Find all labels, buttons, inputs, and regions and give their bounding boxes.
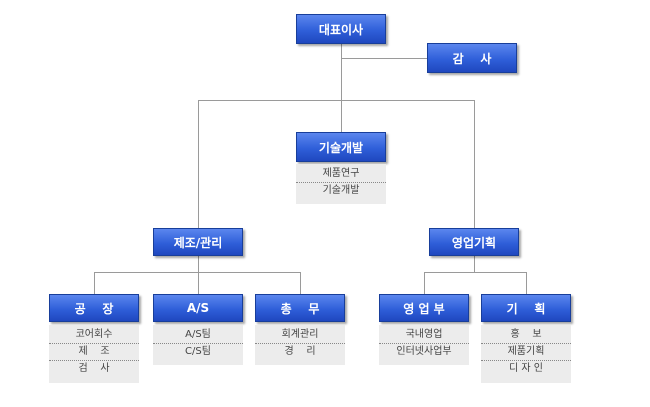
dept-factory-box: 공 장 bbox=[49, 294, 139, 322]
mfg-box: 제조/관리 bbox=[153, 228, 243, 256]
sales-box: 영업기획 bbox=[429, 228, 519, 256]
dept-sub-item: 제품기획 bbox=[481, 343, 571, 360]
rnd-box: 기술개발 bbox=[296, 132, 386, 162]
connector-ceo-trunk bbox=[341, 44, 342, 132]
dept-planning-sub-list: 홍 보 제품기획 디 자 인 bbox=[481, 325, 571, 383]
dept-sub-item: 인터넷사업부 bbox=[379, 343, 469, 360]
connector-sales-bus bbox=[424, 272, 527, 273]
dept-planning-box: 기 획 bbox=[481, 294, 571, 322]
rnd-sub-list: 제품연구 기술개발 bbox=[296, 164, 386, 204]
connector-factory-drop bbox=[94, 272, 95, 294]
connector-as-drop bbox=[198, 272, 199, 294]
connector-general-drop bbox=[300, 272, 301, 294]
rnd-sub-item: 제품연구 bbox=[322, 168, 360, 179]
connector-sales-drop bbox=[474, 100, 475, 228]
ceo-box: 대표이사 bbox=[296, 14, 386, 44]
dept-as-box: A/S bbox=[153, 294, 243, 322]
rnd-sub-item: 기술개발 bbox=[296, 182, 386, 199]
connector-salesdept-drop bbox=[424, 272, 425, 294]
dept-sub-item: 제 조 bbox=[49, 343, 139, 360]
dept-salesdept-box: 영 업 부 bbox=[379, 294, 469, 322]
dept-sub-item: A/S팀 bbox=[185, 329, 211, 340]
dept-as-sub-list: A/S팀 C/S팀 bbox=[153, 325, 243, 365]
dept-general-sub-list: 회계관리 경 리 bbox=[255, 325, 345, 365]
dept-sub-item: 코어회수 bbox=[75, 329, 113, 340]
audit-box: 감 사 bbox=[427, 43, 517, 73]
connector-audit bbox=[341, 58, 427, 59]
connector-mfg-bus bbox=[94, 272, 301, 273]
dept-sub-item: 홍 보 bbox=[510, 329, 542, 340]
connector-mfg-drop bbox=[198, 100, 199, 228]
dept-sub-item: 국내영업 bbox=[405, 329, 443, 340]
dept-general-box: 총 무 bbox=[255, 294, 345, 322]
connector-planning-drop bbox=[526, 272, 527, 294]
dept-factory-sub-list: 코어회수 제 조 검 사 bbox=[49, 325, 139, 383]
dept-salesdept-sub-list: 국내영업 인터넷사업부 bbox=[379, 325, 469, 365]
connector-sales-stem bbox=[474, 254, 475, 272]
connector-level1-bus bbox=[198, 100, 475, 101]
dept-sub-item: 디 자 인 bbox=[481, 360, 571, 377]
dept-sub-item: 회계관리 bbox=[281, 329, 319, 340]
dept-sub-item: 검 사 bbox=[49, 360, 139, 377]
dept-sub-item: 경 리 bbox=[255, 343, 345, 360]
dept-sub-item: C/S팀 bbox=[153, 343, 243, 360]
connector-mfg-stem bbox=[198, 254, 199, 272]
